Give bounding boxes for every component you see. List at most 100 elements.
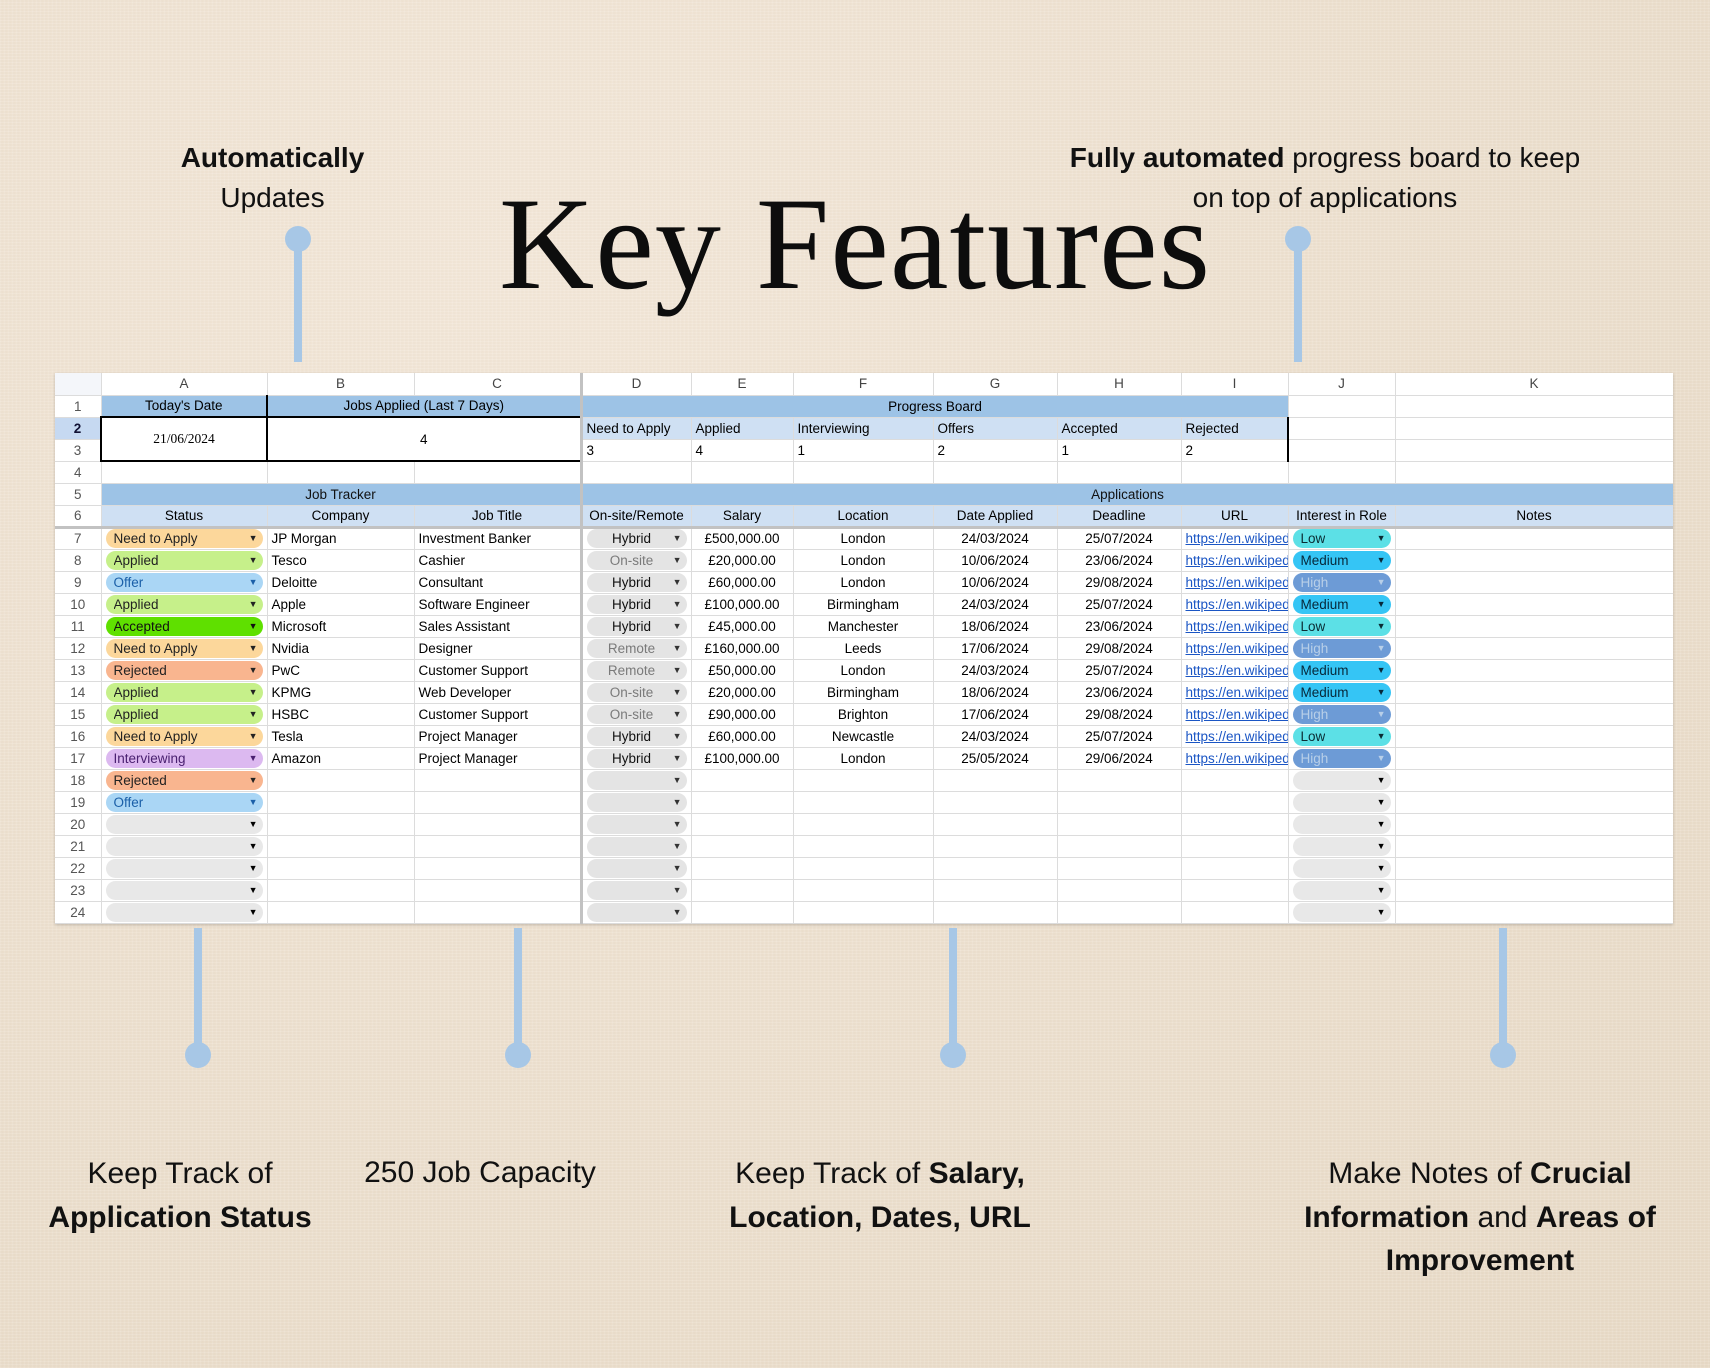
cell-job-title[interactable] xyxy=(414,901,583,924)
cell-url[interactable]: https://en.wikiped xyxy=(1181,549,1289,572)
row-number-8[interactable]: 8 xyxy=(55,549,102,572)
col-header-company[interactable]: Company xyxy=(267,505,415,529)
cell-notes[interactable] xyxy=(1395,527,1673,550)
cell-url[interactable] xyxy=(1181,857,1289,880)
interest-dropdown[interactable]: Low▼ xyxy=(1292,529,1391,548)
cell-job-title[interactable] xyxy=(414,769,583,792)
url-link[interactable]: https://en.wikiped xyxy=(1185,531,1288,546)
cell-company[interactable] xyxy=(267,791,415,814)
row-number-16[interactable]: 16 xyxy=(55,725,102,748)
cell-deadline[interactable] xyxy=(1057,769,1182,792)
cell-job-title[interactable]: Web Developer xyxy=(414,681,583,704)
cell-location[interactable]: Manchester xyxy=(793,615,934,638)
cell-company[interactable]: Deloitte xyxy=(267,571,415,594)
cell-c4[interactable] xyxy=(414,461,583,484)
column-header-b[interactable]: B xyxy=(267,373,415,396)
cell-notes[interactable] xyxy=(1395,703,1673,726)
cell-company[interactable] xyxy=(267,835,415,858)
cell-mode[interactable]: ▼ xyxy=(581,791,692,814)
cell-job-title[interactable]: Project Manager xyxy=(414,725,583,748)
kpi-label-interviewing[interactable]: Interviewing xyxy=(793,417,934,440)
cell-location[interactable] xyxy=(793,901,934,924)
cell-date-applied[interactable] xyxy=(933,813,1058,836)
status-dropdown[interactable]: Need to Apply▼ xyxy=(105,529,263,548)
cell-mode[interactable]: Hybrid▼ xyxy=(581,725,692,748)
cell-salary[interactable]: £100,000.00 xyxy=(691,747,794,770)
cell-location[interactable]: Leeds xyxy=(793,637,934,660)
cell-interest[interactable]: Medium▼ xyxy=(1288,681,1396,704)
cell-mode[interactable]: Remote▼ xyxy=(581,659,692,682)
cell-status[interactable]: Rejected▼ xyxy=(101,659,268,682)
cell-notes[interactable] xyxy=(1395,571,1673,594)
row-number-20[interactable]: 20 xyxy=(55,813,102,836)
url-link[interactable]: https://en.wikiped xyxy=(1185,640,1288,656)
interest-dropdown[interactable]: Low▼ xyxy=(1292,616,1391,636)
cell-interest[interactable]: ▼ xyxy=(1288,901,1396,924)
cell-jobs-applied-value[interactable]: 4 xyxy=(267,416,583,462)
cell-job-title[interactable]: Project Manager xyxy=(414,747,583,770)
cell-job-title[interactable]: Consultant xyxy=(414,571,583,594)
interest-dropdown[interactable]: High▼ xyxy=(1292,572,1391,592)
cell-url[interactable]: https://en.wikiped xyxy=(1181,571,1289,594)
status-dropdown[interactable]: Need to Apply▼ xyxy=(105,638,263,658)
column-header-i[interactable]: I xyxy=(1181,373,1289,396)
cell-interest[interactable]: Medium▼ xyxy=(1288,593,1396,616)
cell-date-applied[interactable]: 18/06/2024 xyxy=(933,681,1058,704)
cell-status[interactable]: Applied▼ xyxy=(101,703,268,726)
cell-notes[interactable] xyxy=(1395,835,1673,858)
cell-notes[interactable] xyxy=(1395,879,1673,902)
mode-dropdown[interactable]: ▼ xyxy=(586,770,687,790)
cell-location[interactable]: Brighton xyxy=(793,703,934,726)
cell-status[interactable]: Interviewing▼ xyxy=(101,747,268,770)
status-dropdown[interactable]: Applied▼ xyxy=(105,682,263,702)
row-number-13[interactable]: 13 xyxy=(55,659,102,682)
url-link[interactable]: https://en.wikiped xyxy=(1185,552,1288,568)
cell-j4[interactable] xyxy=(1288,461,1396,484)
cell-notes[interactable] xyxy=(1395,857,1673,880)
cell-notes[interactable] xyxy=(1395,747,1673,770)
cell-location[interactable] xyxy=(793,857,934,880)
cell-salary[interactable] xyxy=(691,835,794,858)
cell-status[interactable]: Applied▼ xyxy=(101,681,268,704)
cell-date-applied[interactable]: 10/06/2024 xyxy=(933,571,1058,594)
cell-todays-date-value[interactable]: 21/06/2024 xyxy=(100,416,268,462)
cell-salary[interactable]: £100,000.00 xyxy=(691,593,794,616)
cell-salary[interactable]: £20,000.00 xyxy=(691,549,794,572)
cell-url[interactable] xyxy=(1181,813,1289,836)
row-number-14[interactable]: 14 xyxy=(55,681,102,704)
cell-company[interactable] xyxy=(267,901,415,924)
cell-todays-date-label[interactable]: Today's Date xyxy=(101,395,268,418)
cell-url[interactable]: https://en.wikiped xyxy=(1181,703,1289,726)
mode-dropdown[interactable]: On-site▼ xyxy=(586,682,687,702)
cell-mode[interactable]: Hybrid▼ xyxy=(581,593,692,616)
cell-deadline[interactable]: 29/08/2024 xyxy=(1057,703,1182,726)
interest-dropdown[interactable]: ▼ xyxy=(1292,902,1391,922)
cell-status[interactable]: ▼ xyxy=(101,901,268,924)
kpi-value-applied[interactable]: 4 xyxy=(691,439,794,462)
cell-notes[interactable] xyxy=(1395,725,1673,748)
cell-location[interactable]: London xyxy=(793,549,934,572)
cell-status[interactable]: ▼ xyxy=(101,879,268,902)
cell-date-applied[interactable]: 24/03/2024 xyxy=(933,725,1058,748)
cell-j3[interactable] xyxy=(1288,439,1396,462)
column-header-j[interactable]: J xyxy=(1288,373,1396,396)
interest-dropdown[interactable]: ▼ xyxy=(1292,792,1391,812)
cell-job-title[interactable]: Sales Assistant xyxy=(414,615,583,638)
cell-notes[interactable] xyxy=(1395,549,1673,572)
mode-dropdown[interactable]: Hybrid▼ xyxy=(586,572,687,592)
kpi-value-accepted[interactable]: 1 xyxy=(1057,439,1182,462)
cell-deadline[interactable]: 29/08/2024 xyxy=(1057,571,1182,594)
status-dropdown[interactable]: ▼ xyxy=(105,902,263,922)
cell-job-title[interactable]: Customer Support xyxy=(414,659,583,682)
column-header-g[interactable]: G xyxy=(933,373,1058,396)
cell-date-applied[interactable]: 25/05/2024 xyxy=(933,747,1058,770)
mode-dropdown[interactable]: ▼ xyxy=(586,792,687,812)
cell-date-applied[interactable]: 18/06/2024 xyxy=(933,615,1058,638)
cell-salary[interactable] xyxy=(691,791,794,814)
cell-location[interactable] xyxy=(793,835,934,858)
cell-url[interactable]: https://en.wikiped xyxy=(1181,747,1289,770)
cell-deadline[interactable]: 23/06/2024 xyxy=(1057,681,1182,704)
interest-dropdown[interactable]: High▼ xyxy=(1292,748,1391,768)
col-header-deadline[interactable]: Deadline xyxy=(1057,505,1182,529)
row-number-17[interactable]: 17 xyxy=(55,747,102,770)
